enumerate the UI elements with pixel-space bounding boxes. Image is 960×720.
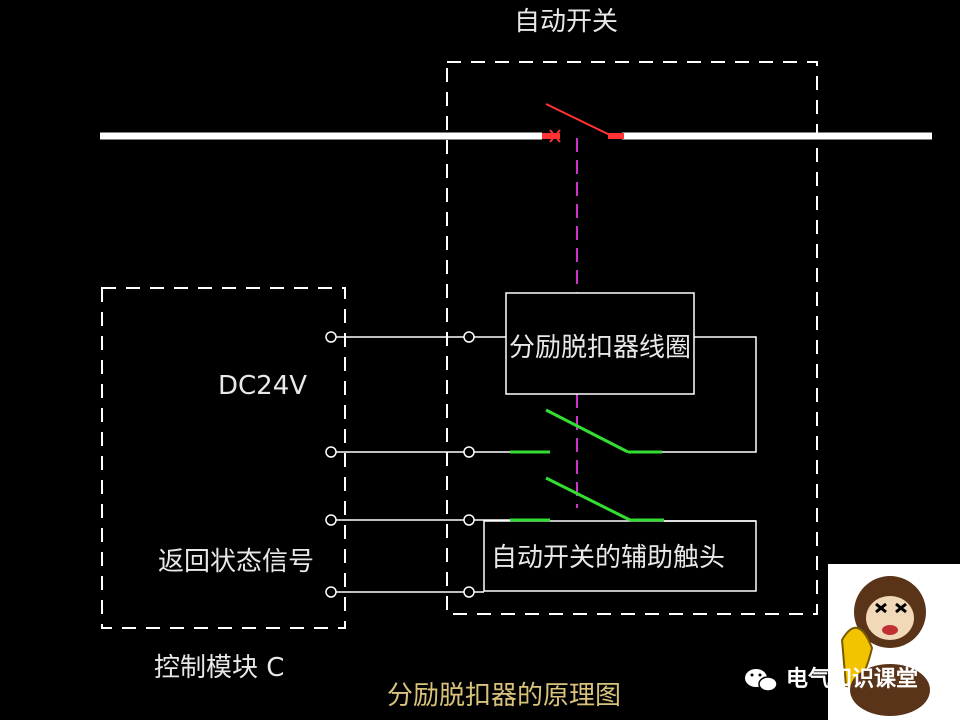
- terminal: [463, 514, 475, 526]
- terminal: [463, 586, 475, 598]
- monkey-mascot-icon: [828, 564, 960, 720]
- terminal: [325, 514, 337, 526]
- auto-switch-boundary: [446, 61, 818, 615]
- terminals: [325, 331, 475, 598]
- terminal: [325, 586, 337, 598]
- wires: [336, 336, 757, 593]
- aux-contact-box: [483, 520, 757, 592]
- auto-switch-title: 自动开关: [514, 7, 618, 37]
- aux-contact-lower: [510, 476, 664, 522]
- terminal: [325, 331, 337, 343]
- diagram-caption: 分励脱扣器的原理图: [387, 681, 621, 711]
- main-contact: [542, 103, 624, 143]
- shunt-coil-box: [505, 292, 695, 395]
- terminal: [463, 446, 475, 458]
- terminal: [463, 331, 475, 343]
- shunt-coil-label: 分励脱扣器线圈: [509, 333, 691, 363]
- control-module-label: 控制模块 C: [154, 653, 284, 683]
- wechat-icon: [745, 669, 778, 692]
- dc-voltage-label: DC24V: [218, 371, 307, 401]
- aux-contact-label: 自动开关的辅助触头: [491, 543, 725, 573]
- watermark-text: 电气知识课堂: [786, 666, 918, 692]
- aux-contact-upper: [510, 408, 662, 454]
- terminal: [325, 446, 337, 458]
- return-signal-label: 返回状态信号: [158, 547, 314, 577]
- control-module-boundary: [101, 287, 346, 629]
